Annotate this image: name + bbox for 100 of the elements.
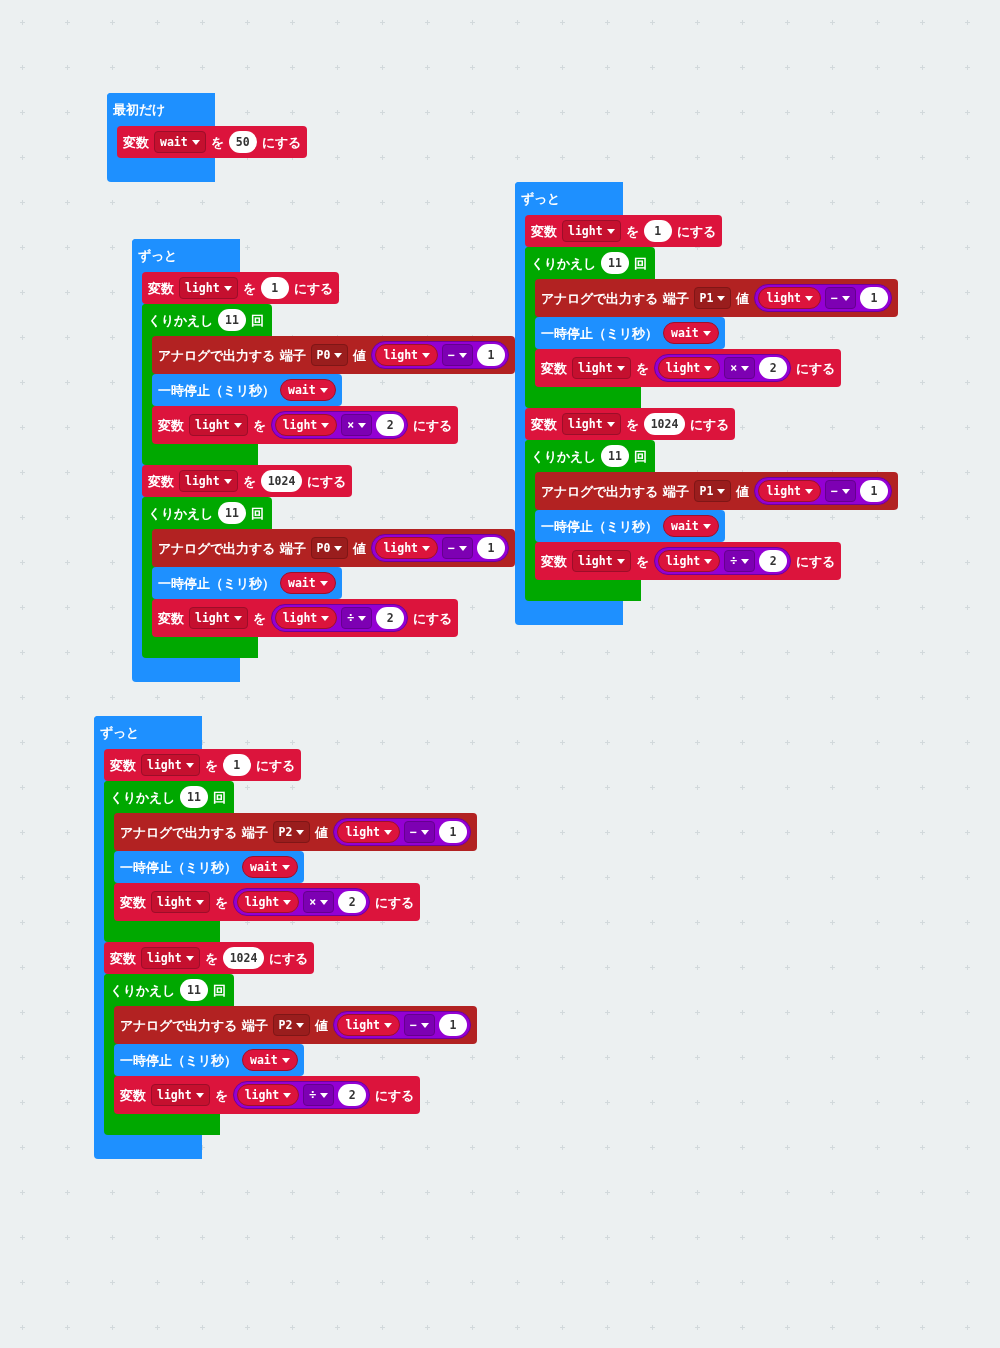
number-field: 11 — [601, 252, 629, 274]
keyword-text: 変数 — [158, 416, 184, 434]
number-field: 1 — [643, 220, 672, 242]
keyword-text: 変数 — [531, 415, 557, 433]
event-title: ずっと — [521, 190, 560, 207]
keyword-text: 変数 — [110, 756, 136, 774]
keyword-text: 回 — [251, 504, 264, 522]
number-field: 11 — [180, 786, 208, 808]
operator-dropdown: − — [825, 480, 856, 502]
keyword-text: 値 — [315, 1016, 329, 1034]
operator-dropdown: − — [442, 537, 473, 559]
repeat-loop-block — [525, 247, 898, 408]
number-field: 2 — [338, 1084, 367, 1106]
keyword-text: 値 — [315, 823, 329, 841]
variable-reporter: wait — [663, 322, 719, 344]
keyword-text: 回 — [634, 254, 647, 272]
number-field: 2 — [759, 357, 788, 379]
set-variable-block — [525, 408, 736, 440]
analog-write-block — [114, 813, 477, 851]
pin-dropdown: P0 — [310, 537, 349, 559]
pause-block — [535, 317, 725, 349]
keyword-text: にする — [255, 756, 295, 774]
operator-dropdown: − — [404, 1014, 435, 1036]
number-field: 1 — [438, 821, 467, 843]
keyword-text: にする — [676, 222, 716, 240]
keyword-text: 値 — [736, 289, 750, 307]
variable-dropdown: light — [179, 277, 238, 299]
operator-dropdown: × — [303, 891, 335, 913]
keyword-text: 変数 — [541, 359, 567, 377]
operator-dropdown: ÷ — [303, 1084, 335, 1106]
keyword-text: 値 — [353, 346, 367, 364]
keyword-text: くりかえし — [148, 311, 213, 329]
variable-reporter: light — [236, 891, 300, 913]
keyword-text: にする — [796, 552, 836, 570]
variable-reporter: light — [337, 1014, 400, 1036]
keyword-text: にする — [375, 893, 415, 911]
variable-reporter: light — [236, 1084, 300, 1106]
pause-block — [114, 1044, 304, 1076]
variable-reporter: wait — [242, 856, 298, 878]
repeat-loop-block — [104, 781, 477, 942]
number-field: 1 — [476, 344, 505, 366]
keyword-text: 変数 — [123, 133, 149, 151]
event-block — [107, 93, 307, 182]
event-title: ずっと — [138, 247, 177, 264]
keyword-text: 変数 — [120, 1086, 146, 1104]
number-field: 11 — [218, 502, 246, 524]
pin-dropdown: P1 — [693, 287, 732, 309]
variable-dropdown: light — [189, 414, 248, 436]
repeat-loop-block — [142, 497, 515, 658]
keyword-text: を — [210, 133, 224, 151]
arithmetic-block — [754, 284, 892, 312]
number-field: 11 — [601, 445, 629, 467]
variable-dropdown: light — [151, 1084, 210, 1106]
keyword-text: を — [242, 472, 256, 490]
variable-dropdown: light — [179, 470, 238, 492]
variable-dropdown: light — [562, 220, 621, 242]
command-text: 一時停止（ミリ秒） — [541, 517, 658, 535]
number-field: 1 — [859, 287, 888, 309]
set-variable-block — [142, 465, 353, 497]
arithmetic-block — [270, 604, 409, 632]
variable-reporter: wait — [280, 572, 336, 594]
operator-dropdown: − — [442, 344, 473, 366]
set-variable-block — [117, 126, 307, 158]
variable-reporter: wait — [280, 379, 336, 401]
variable-reporter: light — [375, 537, 438, 559]
arithmetic-block — [371, 341, 509, 369]
variable-dropdown: light — [189, 607, 248, 629]
number-field: 2 — [376, 607, 405, 629]
set-variable-block — [535, 349, 842, 387]
command-text: 一時停止（ミリ秒） — [541, 324, 658, 342]
keyword-text: 回 — [634, 447, 647, 465]
operator-dropdown: ÷ — [724, 550, 756, 572]
number-field: 2 — [376, 414, 405, 436]
variable-dropdown: light — [572, 550, 631, 572]
keyword-text: 変数 — [110, 949, 136, 967]
keyword-text: くりかえし — [110, 788, 175, 806]
keyword-text: を — [242, 279, 256, 297]
number-field: 1024 — [643, 413, 686, 435]
operator-dropdown: − — [825, 287, 856, 309]
keyword-text: を — [214, 893, 228, 911]
number-field: 1 — [222, 754, 251, 776]
keyword-text: を — [635, 552, 649, 570]
variable-reporter: wait — [242, 1049, 298, 1071]
command-text: 一時停止（ミリ秒） — [158, 381, 275, 399]
command-text: アナログで出力する 端子 — [158, 346, 306, 364]
arithmetic-block — [333, 1011, 471, 1039]
keyword-text: を — [204, 756, 218, 774]
repeat-loop-block — [142, 304, 515, 465]
operator-dropdown: × — [341, 414, 373, 436]
command-text: 一時停止（ミリ秒） — [120, 858, 237, 876]
set-variable-block — [152, 406, 459, 444]
arithmetic-block — [653, 354, 792, 382]
command-text: アナログで出力する 端子 — [120, 1016, 268, 1034]
keyword-text: 値 — [736, 482, 750, 500]
pause-block — [152, 374, 342, 406]
analog-write-block — [152, 529, 515, 567]
variable-dropdown: light — [141, 947, 200, 969]
keyword-text: くりかえし — [531, 447, 596, 465]
set-variable-block — [142, 272, 339, 304]
keyword-text: にする — [293, 279, 333, 297]
